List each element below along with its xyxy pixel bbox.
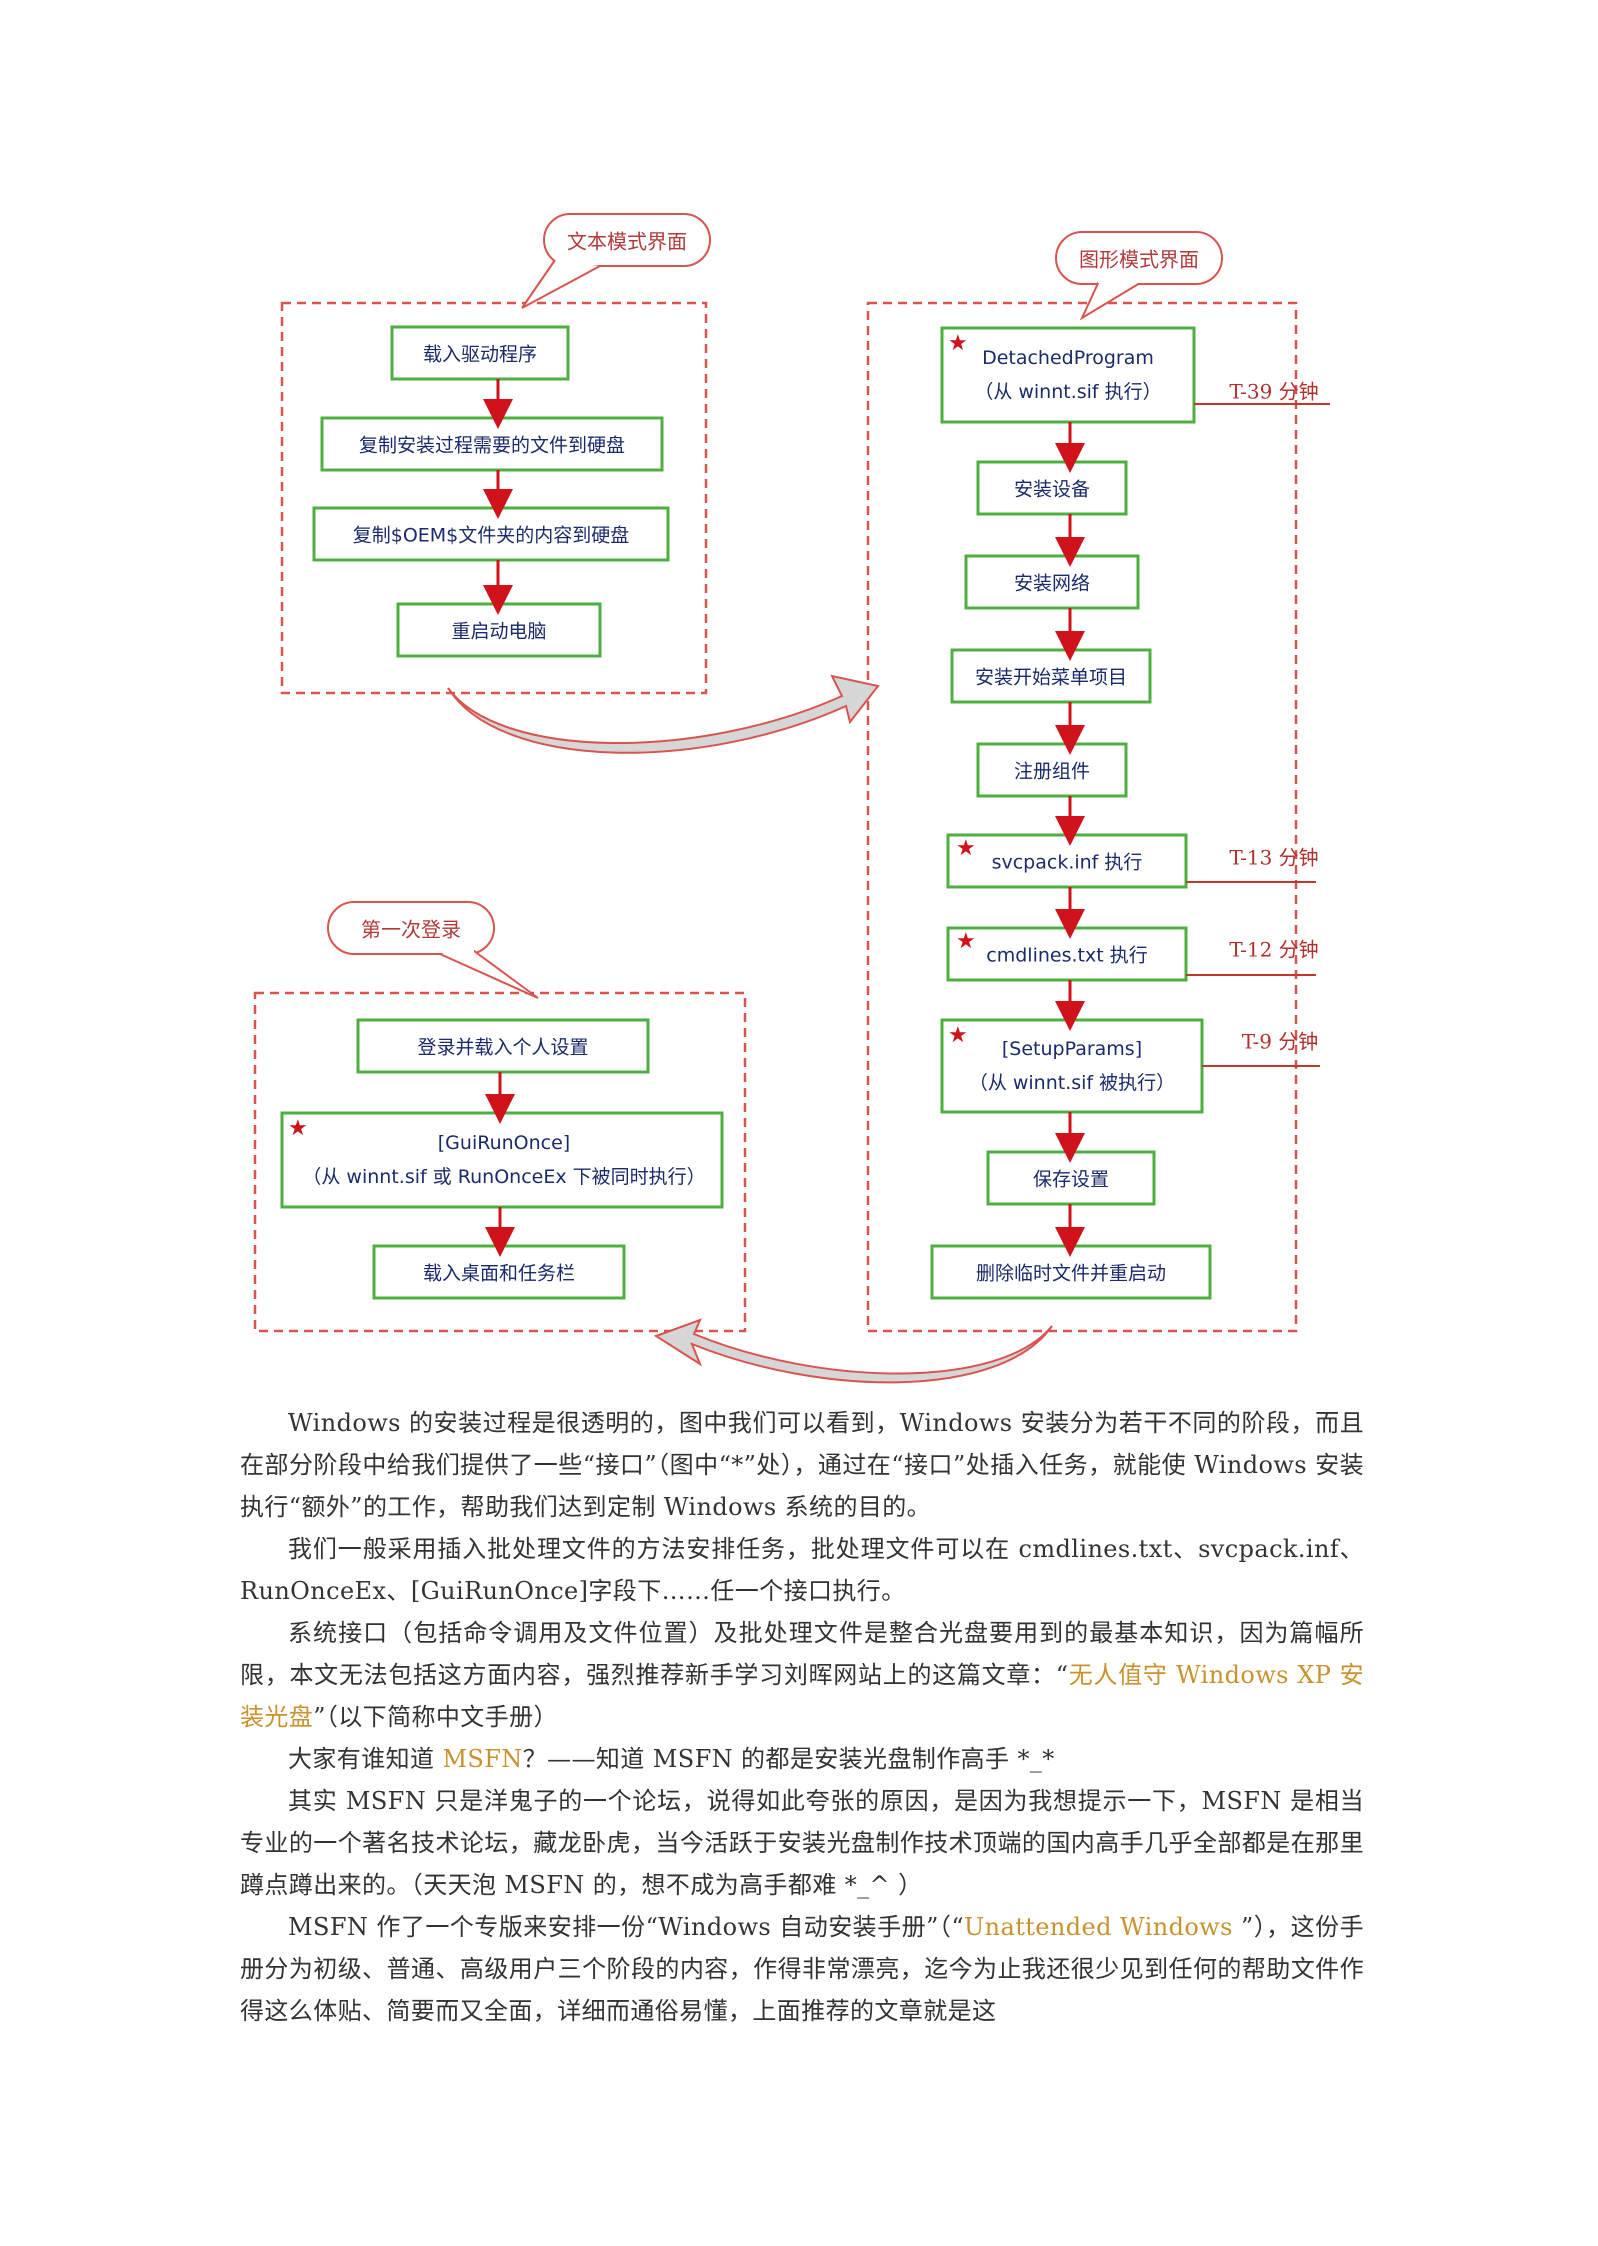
paragraph-text: MSFN 作了一个专版来安排一份“Windows 自动安装手册”（“ xyxy=(288,1913,965,1941)
step-box-register-components xyxy=(976,742,1128,798)
link-unattended-xp-article[interactable]: 无人值守 Windows XP 安装光盘 xyxy=(240,1661,1364,1731)
interface-star-icon: ★ xyxy=(948,331,968,356)
paragraph: 我们一般采用插入批处理文件的方法安排任务，批处理文件可以在 cmdlines.t… xyxy=(240,1535,1364,1605)
step-label-load-drivers: 载入驱动程序 xyxy=(422,343,538,366)
step-label-copy-setup-files: 复制安装过程需要的文件到硬盘 xyxy=(358,434,626,457)
setup-flow-diagram: 文本模式界面 图形模式界面 第一次登录 载入驱动程序 复制安装过程需要的文件到硬… xyxy=(253,213,1330,1384)
step-box-guirunonce xyxy=(280,1111,724,1209)
time-label-t9: T-9 分钟 xyxy=(1241,1029,1319,1054)
paragraph-text: ”），这份手册分为初级、普通、高级用户三个阶段的内容，作得非常漂亮，迄今为止我还… xyxy=(240,1913,1365,2025)
step-label-copy-oem: 复制$OEM$文件夹的内容到硬盘 xyxy=(352,524,630,547)
detached-program-line2: （从 winnt.sif 执行） xyxy=(974,381,1162,403)
step-label-svcpack: svcpack.inf 执行 xyxy=(991,851,1143,874)
step-label-install-devices: 安装设备 xyxy=(1013,478,1091,501)
diagram-graphics xyxy=(253,213,1330,1384)
setup-params-line1: [SetupParams] xyxy=(1001,1038,1143,1060)
detached-program-line1: DetachedProgram xyxy=(982,347,1154,369)
step-label-delete-temp: 删除临时文件并重启动 xyxy=(975,1262,1167,1285)
link-msfn[interactable]: MSFN xyxy=(442,1745,523,1773)
step-label-reboot: 重启动电脑 xyxy=(451,620,547,643)
step-label-save-settings: 保存设置 xyxy=(1032,1168,1110,1191)
article-body: Windows 的安装过程是很透明的，图中我们可以看到，Windows 安装分为… xyxy=(240,1402,1364,2032)
paragraph: MSFN 作了一个专版来安排一份“Windows 自动安装手册”（“Unatte… xyxy=(240,1906,1364,2032)
paragraph: Windows 的安装过程是很透明的，图中我们可以看到，Windows 安装分为… xyxy=(240,1409,1364,1521)
gui-mode-bubble xyxy=(1055,231,1223,321)
interface-star-icon: ★ xyxy=(288,1116,308,1141)
transition-arrow-gui-to-login xyxy=(653,1318,1053,1384)
guirunonce-line1: [GuiRunOnce] xyxy=(437,1132,571,1154)
step-label-setup-params: [SetupParams] （从 winnt.sif 被执行） xyxy=(969,1032,1175,1100)
step-label-guirunonce: [GuiRunOnce] （从 winnt.sif 或 RunOnceEx 下被… xyxy=(302,1126,705,1194)
step-box-setup-params xyxy=(940,1018,1204,1114)
gui-mode-frame xyxy=(866,301,1298,1333)
paragraph: 系统接口（包括命令调用及文件位置）及批处理文件是整合光盘要用到的最基本知识，因为… xyxy=(240,1612,1364,1738)
setup-params-line2: （从 winnt.sif 被执行） xyxy=(968,1072,1176,1094)
step-label-register-components: 注册组件 xyxy=(1013,760,1091,783)
step-label-install-start-menu: 安装开始菜单项目 xyxy=(974,666,1128,689)
transition-arrow-text-to-gui xyxy=(447,674,880,754)
step-label-detached-program: DetachedProgram （从 winnt.sif 执行） xyxy=(974,341,1161,409)
paragraph-text: ？——知道 MSFN 的都是安装光盘制作高手 *_* xyxy=(522,1745,1055,1773)
paragraph-text: 系统接口（包括命令调用及文件位置）及批处理文件是整合光盘要用到的最基本知识，因为… xyxy=(240,1619,1364,1689)
interface-star-icon: ★ xyxy=(948,1023,968,1048)
interface-star-icon: ★ xyxy=(956,836,976,861)
text-mode-frame xyxy=(280,301,708,695)
bubble-label-first-login: 第一次登录 xyxy=(361,917,461,942)
step-label-cmdlines: cmdlines.txt 执行 xyxy=(986,944,1148,967)
paragraph: 大家有谁知道 MSFN？——知道 MSFN 的都是安装光盘制作高手 *_* xyxy=(240,1738,1364,1780)
bubble-label-text-mode: 文本模式界面 xyxy=(567,229,687,254)
time-label-t12: T-12 分钟 xyxy=(1229,937,1319,962)
step-box-load-drivers xyxy=(390,325,570,381)
step-box-detached-program xyxy=(940,326,1196,424)
step-label-install-network: 安装网络 xyxy=(1013,572,1091,595)
step-box-login xyxy=(356,1018,650,1074)
step-box-install-start-menu xyxy=(950,648,1152,704)
time-label-t39: T-39 分钟 xyxy=(1229,379,1319,404)
step-box-install-devices xyxy=(976,460,1128,516)
paragraph: 其实 MSFN 只是洋鬼子的一个论坛，说得如此夸张的原因，是因为我想提示一下，M… xyxy=(240,1787,1364,1899)
step-label-login: 登录并载入个人设置 xyxy=(417,1036,589,1059)
bubble-label-gui-mode: 图形模式界面 xyxy=(1079,247,1199,272)
first-login-frame xyxy=(253,991,747,1333)
interface-star-icon: ★ xyxy=(956,929,976,954)
text-mode-bubble xyxy=(521,213,711,309)
paragraph-text: ”（以下简称中文手册） xyxy=(313,1703,558,1731)
first-login-bubble xyxy=(327,901,539,999)
link-unattended-windows[interactable]: Unattended Windows xyxy=(964,1913,1241,1941)
paragraph-text: 大家有谁知道 xyxy=(288,1745,443,1773)
step-label-desktop: 载入桌面和任务栏 xyxy=(422,1262,576,1285)
step-box-install-network xyxy=(964,554,1140,610)
guirunonce-line2: （从 winnt.sif 或 RunOnceEx 下被同时执行） xyxy=(302,1166,706,1188)
time-label-t13: T-13 分钟 xyxy=(1229,845,1319,870)
